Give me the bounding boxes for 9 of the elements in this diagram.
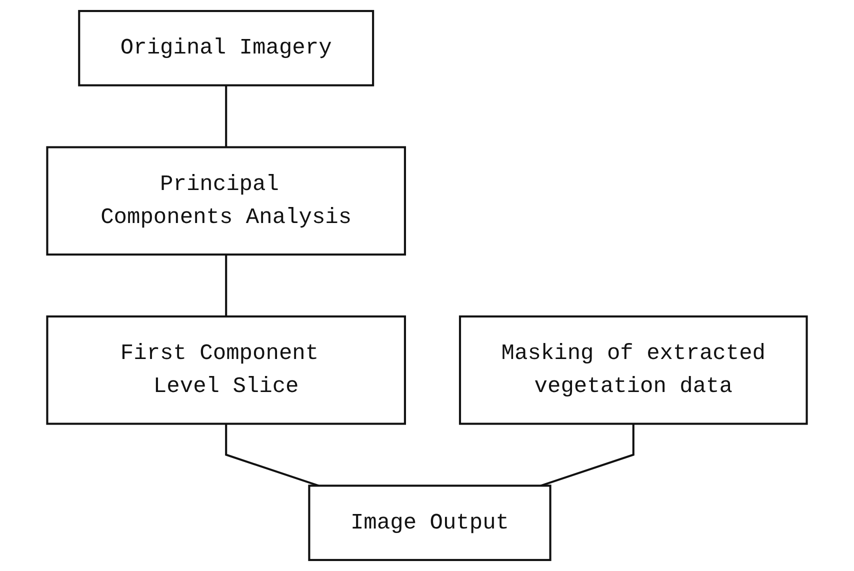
connector — [225, 254, 228, 316]
connector — [540, 424, 634, 487]
node-box: Principal Components Analysis — [46, 146, 406, 256]
node-box: Image Output — [308, 484, 552, 562]
connector — [225, 424, 319, 487]
node-box: Masking of extracted vegetation data — [458, 315, 808, 425]
node-box: Original Imagery — [78, 10, 374, 86]
connector — [225, 85, 228, 148]
node-box: First Component Level Slice — [46, 315, 406, 425]
